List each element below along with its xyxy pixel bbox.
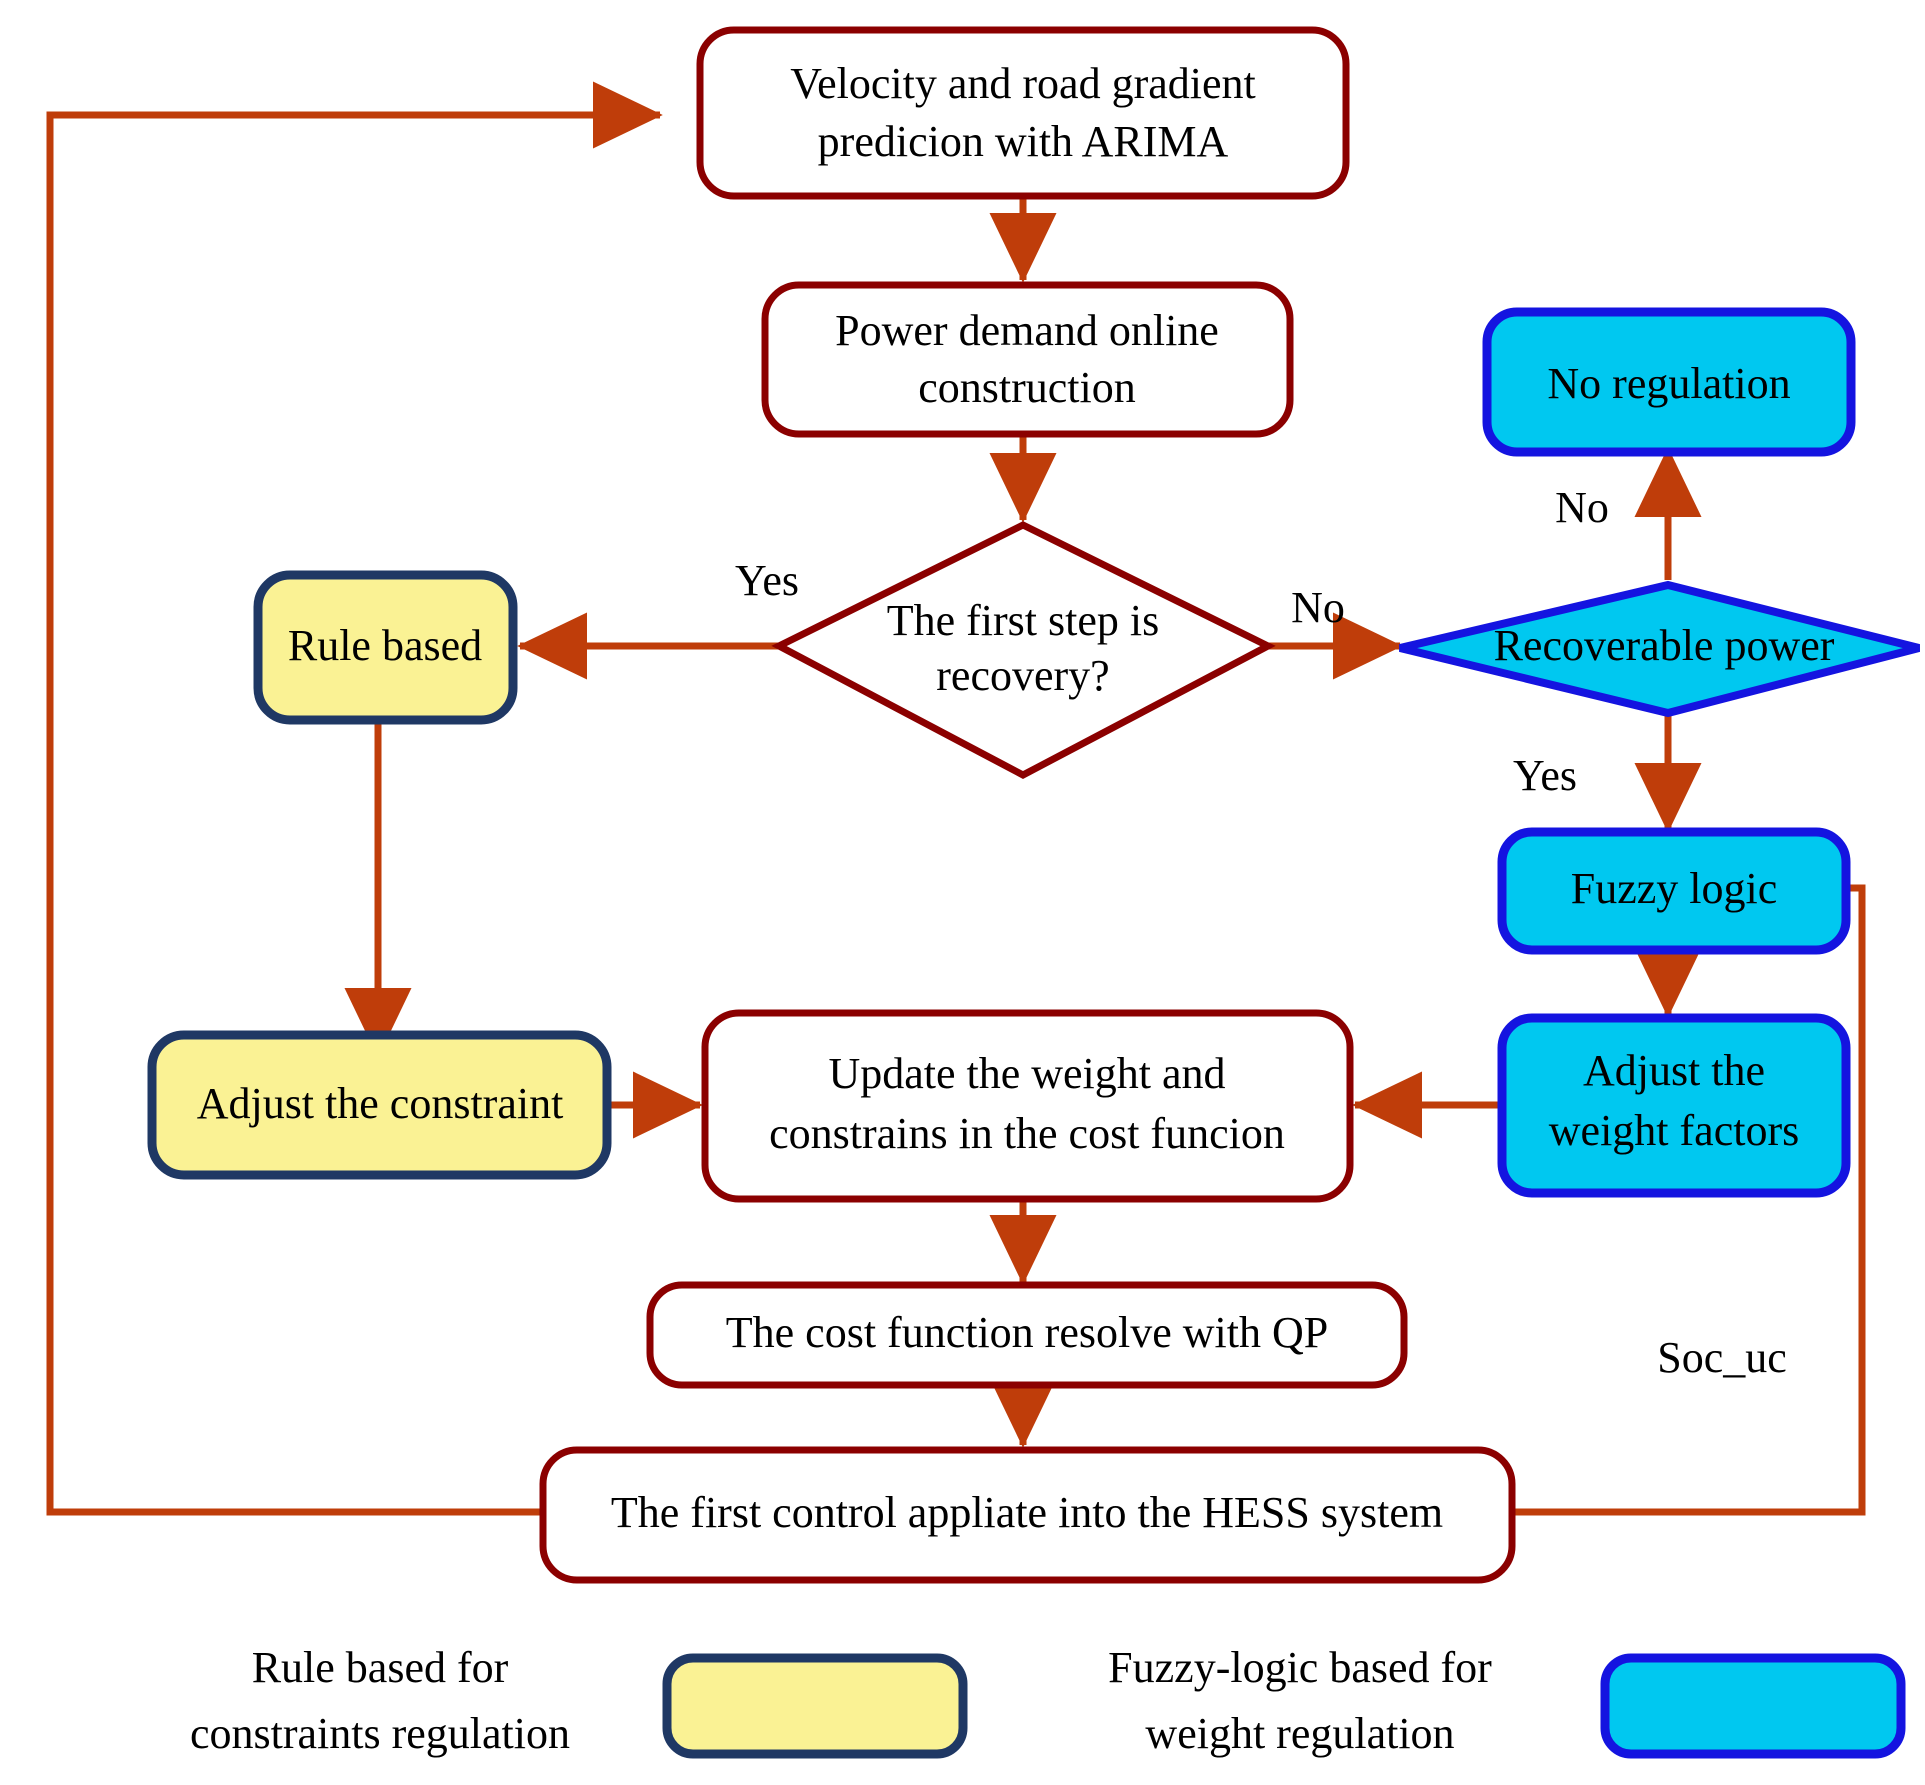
node-label-line1: No regulation — [1547, 359, 1790, 408]
edge-apply-to-fuzzy-socuc — [1512, 854, 1866, 1516]
node-shape — [1482, 307, 1856, 457]
node-label-line1: Update the weight and — [828, 1049, 1225, 1098]
node-shape — [1497, 1013, 1851, 1198]
node-label-line2: construction — [918, 363, 1136, 412]
node-label-line2: predicion with ARIMA — [818, 117, 1229, 166]
node-shape — [771, 521, 1276, 779]
node-shape — [701, 1009, 1354, 1203]
edge-apply-to-predict — [46, 81, 663, 1516]
node-label-line1: Fuzzy logic — [1571, 864, 1778, 913]
node-rule-based[interactable]: Rule based — [253, 570, 518, 725]
node-power-demand-online-construction[interactable]: Power demand online construction — [761, 281, 1294, 438]
edge-label-no-recoverable: No — [1555, 483, 1609, 532]
legend-label-line1: Fuzzy-logic based for — [1108, 1643, 1492, 1692]
node-label-line1: Velocity and road gradient — [790, 59, 1256, 108]
node-label-line1: Adjust the constraint — [197, 1079, 564, 1128]
edge-label-yes-first-step: Yes — [735, 556, 799, 605]
node-label-line2: recovery? — [936, 651, 1109, 700]
edge-label-no-first-step: No — [1291, 583, 1345, 632]
node-update-weight-and-constraints[interactable]: Update the weight and constrains in the … — [701, 1009, 1354, 1203]
node-label-line1: Adjust the — [1583, 1046, 1765, 1095]
node-label-line1: Power demand online — [835, 306, 1219, 355]
node-shape — [253, 570, 518, 725]
node-shape — [761, 281, 1294, 438]
legend-rule-based: Rule based for constraints regulation — [190, 1643, 968, 1759]
node-shape — [1399, 580, 1921, 718]
node-label-line2: weight factors — [1549, 1106, 1799, 1155]
node-cost-function-resolve-qp[interactable]: The cost function resolve with QP — [646, 1281, 1408, 1389]
node-label-line1: Recoverable power — [1494, 621, 1835, 670]
node-no-regulation[interactable]: No regulation — [1482, 307, 1856, 457]
node-fuzzy-logic[interactable]: Fuzzy logic — [1497, 827, 1851, 955]
legend-label-line2: weight regulation — [1145, 1709, 1454, 1758]
node-label-line1: The first step is — [887, 596, 1160, 645]
node-recoverable-power-decision[interactable]: Recoverable power — [1399, 580, 1921, 718]
edge-label-soc-uc: Soc_uc — [1657, 1333, 1787, 1382]
node-shape — [539, 1446, 1516, 1584]
legend-label-line2: constraints regulation — [190, 1709, 570, 1758]
legend-fuzzy-logic-based: Fuzzy-logic based for weight regulation — [1108, 1643, 1906, 1759]
node-shape — [696, 26, 1350, 200]
node-shape — [646, 1281, 1408, 1389]
node-label-line2: constrains in the cost funcion — [769, 1109, 1285, 1158]
node-velocity-road-gradient-prediction[interactable]: Velocity and road gradient predicion wit… — [696, 26, 1350, 200]
legend-swatch-rule — [662, 1653, 968, 1759]
node-label-line1: Rule based — [288, 621, 482, 670]
node-label-line1: The first control appliate into the HESS… — [611, 1488, 1443, 1537]
node-shape — [147, 1030, 612, 1180]
node-apply-first-control-hess[interactable]: The first control appliate into the HESS… — [539, 1446, 1516, 1584]
node-adjust-the-constraint[interactable]: Adjust the constraint — [147, 1030, 612, 1180]
edge-label-yes-recoverable: Yes — [1513, 751, 1577, 800]
node-first-step-is-recovery-decision[interactable]: The first step is recovery? — [771, 521, 1276, 779]
node-label-line1: The cost function resolve with QP — [726, 1308, 1328, 1357]
node-adjust-the-weight-factors[interactable]: Adjust the weight factors — [1497, 1013, 1851, 1198]
node-shape — [1497, 827, 1851, 955]
legend-swatch-fuzzy — [1600, 1653, 1906, 1759]
legend-label-line1: Rule based for — [252, 1643, 509, 1692]
